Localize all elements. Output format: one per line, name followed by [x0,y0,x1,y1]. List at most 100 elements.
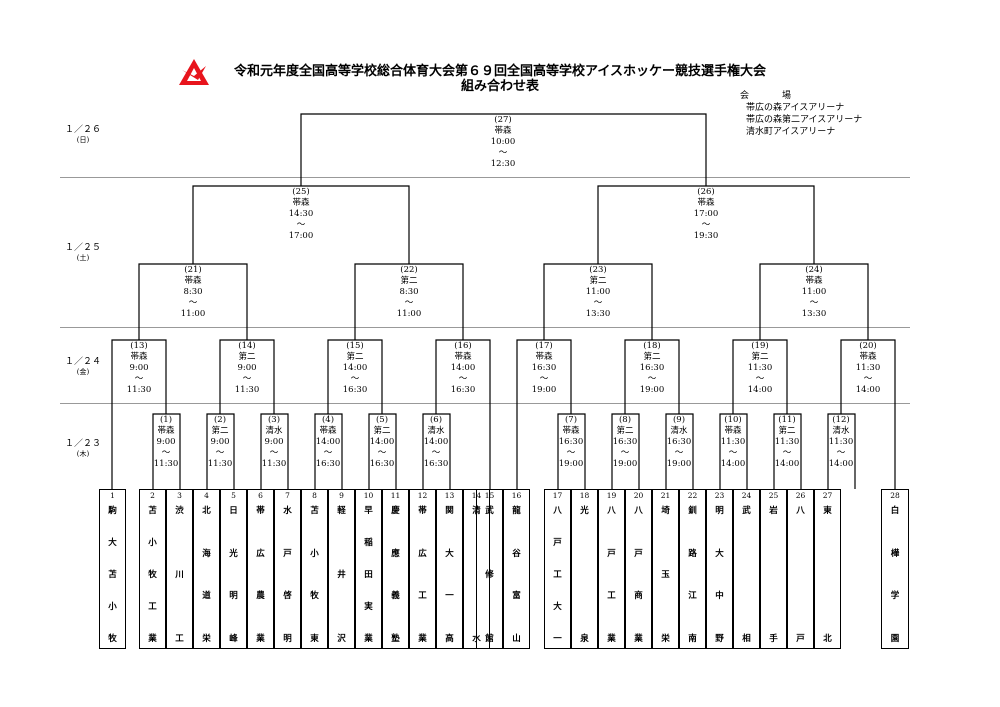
match-20: (20) 帯森 11:30 ～ 14:00 [836,341,900,396]
team-name-char: 井 [337,570,346,580]
match-venue: 第二 [778,426,796,436]
team-name-char: 野 [715,633,724,644]
team-name: 八戸工業 [599,506,624,644]
team-name-char: 八 [607,506,616,516]
team-name: 光泉 [572,506,597,644]
match-5: (5) 第二 14:00 ～ 16:30 [350,415,414,470]
team-name-char: 学 [890,591,900,602]
match-end: 11:00 [180,309,206,319]
match-7: (7) 帯森 16:30 ～ 19:00 [539,415,603,470]
team-name: 埼玉栄 [653,506,678,644]
match-sep: ～ [863,374,873,384]
match-number: (22) [400,265,418,275]
team-box: 10 早稲田実業 [355,489,382,649]
team-name-char: 業 [148,634,157,644]
team-name-char: 手 [769,634,778,644]
match-sep: ～ [836,448,846,458]
team-name-char: 釧 [688,506,697,516]
match-number: (13) [130,341,148,351]
match-22: (22) 第二 8:30 ～ 11:00 [377,265,441,320]
team-name-char: 富 [512,591,521,602]
match-10: (10) 帯森 11:30 ～ 14:00 [701,415,765,470]
match-start: 10:00 [490,137,516,147]
team-name-char: 樺 [890,548,900,559]
team-number: 25 [768,491,779,500]
match-end: 14:00 [774,459,800,469]
tournament-logo [179,59,209,85]
team-name: 帯広工業 [410,506,435,644]
match-start: 14:00 [450,363,476,373]
team-name-char: 早 [364,506,373,516]
match-number: (1) [159,415,173,425]
team-name-char: 渋 [175,506,184,516]
match-venue: 帯森 [859,352,877,362]
team-number: 18 [579,491,590,500]
team-name: 苫小牧工業 [140,506,165,644]
match-venue: 帯森 [184,276,202,286]
team-number: 5 [231,491,236,500]
match-end: 12:30 [490,159,516,169]
team-name-char: 沢 [337,634,346,644]
team-name-char: 農 [256,591,265,602]
match-number: (17) [535,341,553,351]
team-name-char: 大 [108,538,117,548]
team-number: 6 [258,491,263,500]
team-number: 7 [285,491,290,500]
match-venue: 帯森 [494,126,512,136]
match-25: (25) 帯森 14:30 ～ 17:00 [269,187,333,242]
match-start: 11:30 [747,363,773,373]
team-name-char: 戸 [796,634,805,644]
team-number: 3 [177,491,182,500]
team-name-char: 栄 [661,634,670,644]
team-name-char: 戸 [553,538,562,548]
team-name-char: 明 [283,633,292,644]
team-name-char: 牧 [148,570,157,580]
team-name: 釧路江南 [680,506,705,644]
team-number: 9 [339,491,344,500]
team-name-char: 館 [485,634,494,644]
match-end: 11:30 [153,459,179,469]
team-name-char: 塾 [391,633,400,644]
team-name-char: 水 [283,506,292,516]
team-name-char: 業 [418,633,427,644]
match-venue: 帯森 [292,198,310,208]
match-number: (10) [724,415,742,425]
match-number: (11) [778,415,796,425]
match-4: (4) 帯森 14:00 ～ 16:30 [296,415,360,470]
team-number: 10 [363,491,374,500]
team-name-char: 工 [607,591,616,602]
match-venue: 第二 [238,352,256,362]
match-sep: ～ [458,374,468,384]
team-name-char: 工 [553,570,562,580]
match-venue: 帯森 [130,352,148,362]
match-venue: 第二 [400,276,418,286]
page-subtitle: 組み合わせ表 [460,79,539,94]
match-number: (18) [643,341,661,351]
team-name-char: 大 [445,548,454,559]
match-venue: 清水 [427,426,445,436]
match-end: 11:30 [261,459,287,469]
match-venue: 第二 [643,352,661,362]
match-16: (16) 帯森 14:00 ～ 16:30 [431,341,495,396]
team-number: 24 [741,491,752,500]
match-2: (2) 第二 9:00 ～ 11:30 [188,415,252,470]
match-start: 9:00 [156,437,176,447]
match-end: 11:30 [234,385,260,395]
match-end: 16:30 [342,385,368,395]
match-start: 11:30 [828,437,854,447]
match-6: (6) 清水 14:00 ～ 16:30 [404,415,468,470]
team-name-char: 應 [391,548,400,559]
team-name: 関大一高 [437,506,462,644]
team-name: 早稲田実業 [356,506,381,644]
day-label-0126: １／２６ (日) [58,125,108,145]
bracket-m27 [300,113,707,186]
match-sep: ～ [215,448,225,458]
match-start: 14:00 [369,437,395,447]
match-venue: 清水 [832,426,850,436]
match-number: (14) [238,341,256,351]
